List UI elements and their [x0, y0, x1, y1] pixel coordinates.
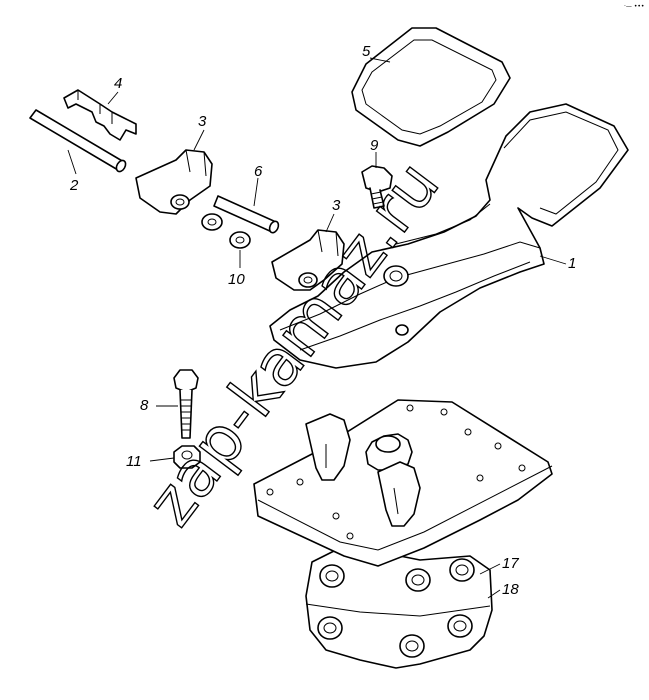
part-6-pin: [213, 195, 280, 234]
callout-3-upper: 3: [198, 113, 207, 130]
callout-2: 2: [69, 177, 79, 194]
part-10-washers: [201, 213, 251, 249]
part-9-bolt: [361, 165, 393, 209]
part-4-clip: [63, 89, 137, 141]
callout-4: 4: [114, 75, 122, 92]
brake-valve-assembly: [253, 399, 553, 669]
callout-11: 11: [126, 453, 142, 470]
callout-17: 17: [502, 555, 519, 572]
callout-3-lower: 3: [332, 197, 341, 214]
callout-8: 8: [140, 397, 149, 414]
callout-10: 10: [228, 271, 245, 288]
part-3-lower-bracket: [271, 229, 345, 291]
part-3-upper-bracket: [135, 149, 213, 215]
callout-18: 18: [502, 581, 519, 598]
callout-9: 9: [370, 137, 379, 154]
part-1-pedal-lever: [269, 103, 629, 369]
part-2-rod: [29, 109, 127, 173]
part-8-bolt: [173, 369, 199, 439]
callout-1: 1: [568, 255, 576, 272]
part-5-pad: [351, 27, 511, 147]
leader-lines: [67, 57, 567, 599]
corner-mark: ·— •••: [624, 3, 644, 10]
part-11-nut: [173, 445, 201, 469]
callout-5: 5: [362, 43, 371, 60]
callout-6: 6: [254, 163, 263, 180]
